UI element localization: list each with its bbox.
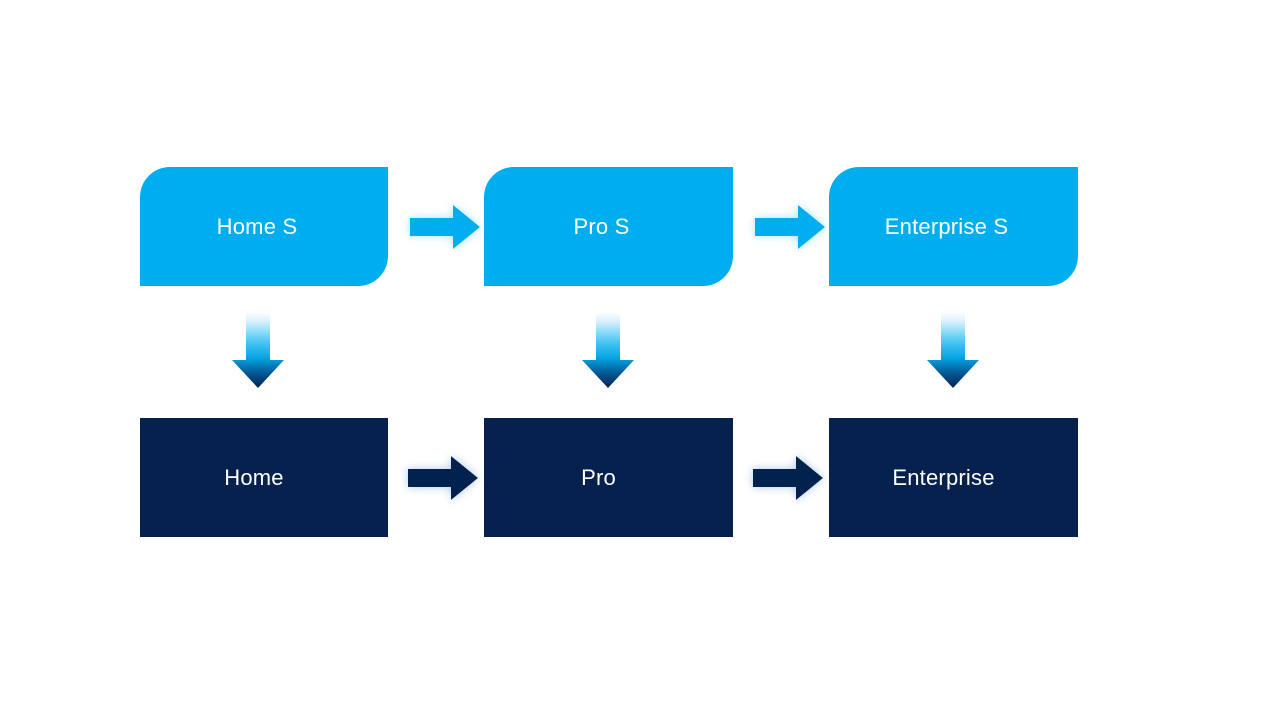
node-pro-s[interactable]: Pro S [484,167,733,286]
node-label: Home S [216,213,298,239]
node-enterprise-s[interactable]: Enterprise S [829,167,1078,286]
connector-home-to-pro [404,451,482,505]
node-label: Pro S [573,213,630,239]
node-label: Home [224,464,284,490]
node-home[interactable]: Home [140,418,388,537]
node-label: Enterprise [892,464,995,490]
node-label: Pro [581,464,616,490]
arrow-down-icon [232,312,284,388]
arrow-right-icon [410,205,480,249]
arrow-down-icon [582,312,634,388]
node-label: Enterprise S [884,213,1009,239]
arrow-right-icon [755,205,825,249]
node-enterprise[interactable]: Enterprise [829,418,1078,537]
connector-pro-to-enterprise [749,451,827,505]
arrow-down-icon [927,312,979,388]
node-home-s[interactable]: Home S [140,167,388,286]
connector-enterprise-s-to-enterprise [923,310,983,390]
arrow-right-icon [753,456,823,500]
connector-pro-s-to-enterprise-s [751,200,829,254]
connector-pro-s-to-pro [578,310,638,390]
arrow-right-icon [408,456,478,500]
connector-home-s-to-pro-s [406,200,484,254]
node-pro[interactable]: Pro [484,418,733,537]
connector-home-s-to-home [228,310,288,390]
